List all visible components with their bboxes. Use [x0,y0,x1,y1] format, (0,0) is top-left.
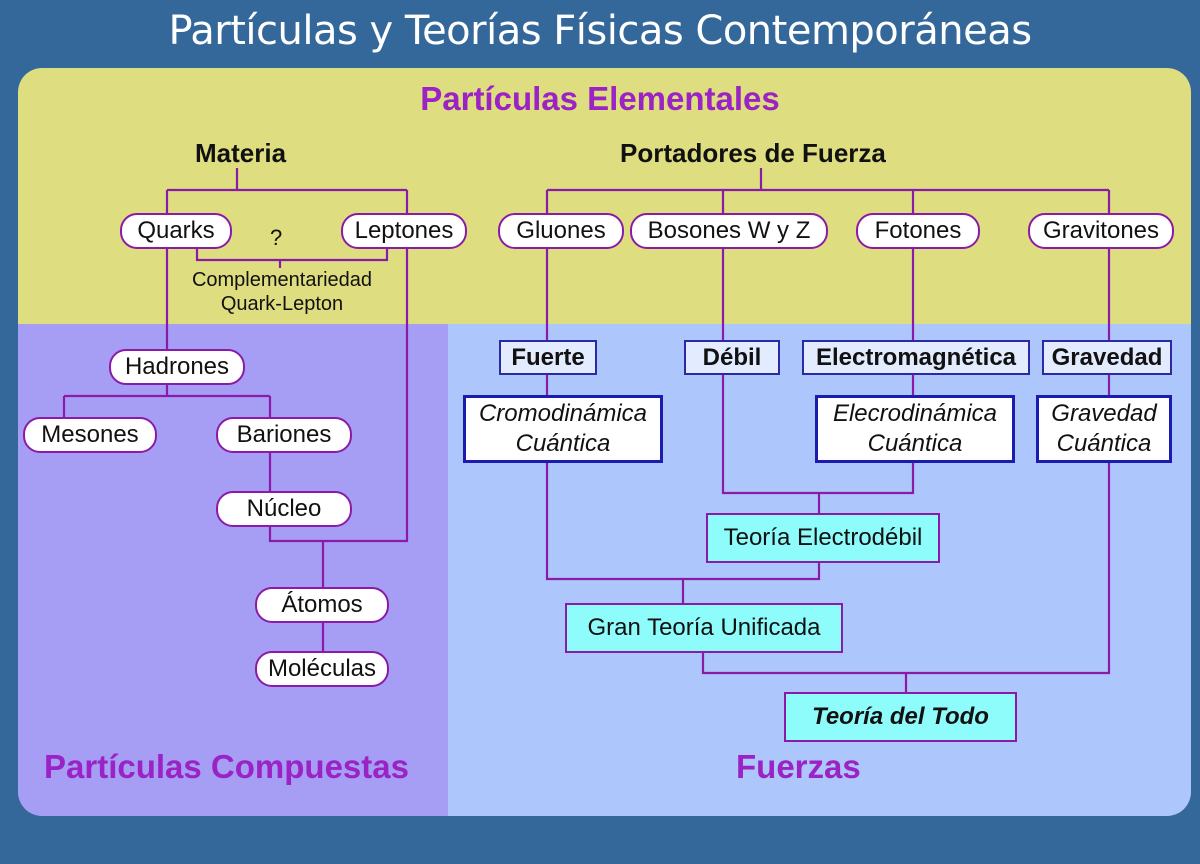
diagram-title: Partículas y Teorías Físicas Contemporán… [168,8,1032,54]
connector-carriers [545,168,1111,214]
node-em-force: Electromagnética [802,340,1030,375]
node-nucleus: Núcleo [216,491,352,527]
connector-gut [545,462,821,604]
node-weak-force: Débil [684,340,780,375]
complementarity-line1: Complementariedad [191,269,373,291]
qg-line1: Gravedad [1051,400,1157,427]
qed-line1: Elecrodinámica [832,400,998,427]
node-wz-bosons: Bosones W y Z [630,213,828,249]
node-mesons: Mesones [23,417,157,453]
node-molecules: Moléculas [255,651,389,687]
qed-line2: Cuántica [867,430,963,457]
connector-electroweak [721,374,915,513]
qcd-line2: Cuántica [515,430,611,457]
node-gravity-force: Gravedad [1042,340,1172,375]
connector-complementarity [195,248,389,268]
node-gravitons: Gravitones [1028,213,1174,249]
node-quarks: Quarks [120,213,232,249]
connector-toe [701,462,1111,693]
section-composite-particles: Partículas Compuestas [44,748,409,785]
node-qcd: Cromodinámica Cuántica [463,395,663,463]
complementarity-line2: Quark-Lepton [220,293,344,315]
node-theory-of-everything: Teoría del Todo [784,692,1017,742]
node-gluons: Gluones [498,213,624,249]
connector-atoms [268,248,409,588]
node-hadrons: Hadrones [109,349,245,385]
heading-matter: Materia [195,138,287,168]
node-photons: Fotones [856,213,980,249]
node-strong-force: Fuerte [499,340,597,375]
heading-force-carriers: Portadores de Fuerza [620,138,886,168]
qg-line2: Cuántica [1056,430,1152,457]
node-grand-unified-theory: Gran Teoría Unificada [565,603,843,653]
node-baryons: Bariones [216,417,352,453]
section-elementary-particles: Partículas Elementales [420,80,780,117]
node-electroweak-theory: Teoría Electrodébil [706,513,940,563]
connector-materia [165,168,409,214]
node-qed: Elecrodinámica Cuántica [815,395,1015,463]
node-atoms: Átomos [255,587,389,623]
qcd-line1: Cromodinámica [478,400,648,427]
section-forces: Fuerzas [736,748,861,785]
composite-particles-panel [18,324,448,816]
node-quantum-gravity: Gravedad Cuántica [1036,395,1172,463]
node-leptons: Leptones [341,213,467,249]
complementarity-question: ? [270,225,283,250]
complementarity-label: Complementariedad Quark-Lepton [172,268,392,316]
connector-hadrons [62,384,272,418]
